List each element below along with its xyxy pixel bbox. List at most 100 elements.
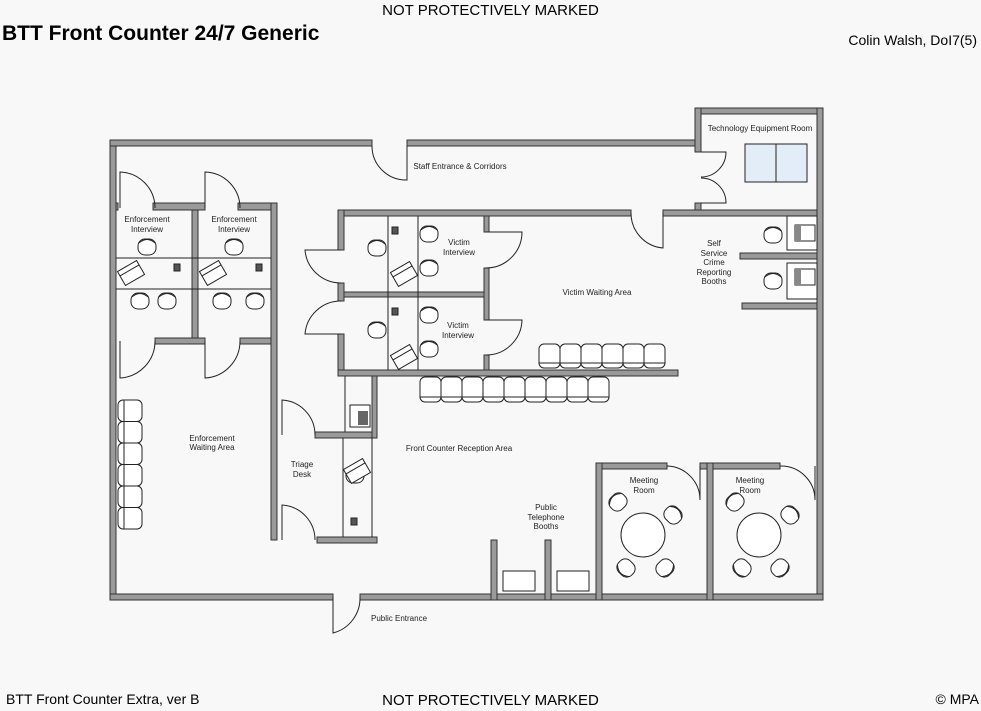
- keyboard-line: [345, 462, 366, 475]
- phone-icon: [350, 517, 358, 526]
- chair-back: [131, 293, 149, 298]
- sofa-seat: [117, 464, 143, 487]
- label-enf-interview-2b: Interview: [218, 225, 250, 234]
- sofa-seat: [419, 376, 442, 403]
- doors: [119, 145, 816, 634]
- chair: [732, 558, 752, 578]
- meeting-table: [620, 512, 666, 558]
- sofa-seat: [545, 376, 568, 403]
- chair: [419, 306, 439, 324]
- chair: [663, 505, 683, 525]
- door: [119, 171, 156, 209]
- door: [204, 340, 241, 379]
- label-triage-b: Desk: [293, 470, 312, 479]
- phone-icon: [391, 226, 399, 235]
- door: [371, 145, 408, 181]
- chair: [763, 272, 783, 290]
- chair-back: [777, 565, 789, 577]
- sofa-seat: [559, 343, 582, 369]
- keyboard-line: [392, 265, 413, 278]
- furniture: [116, 224, 816, 592]
- door: [119, 340, 156, 379]
- label-victim-interview-2b: Interview: [442, 331, 474, 340]
- chair-back: [225, 239, 243, 244]
- chair: [608, 492, 628, 512]
- chair: [770, 558, 790, 578]
- sofa-seat: [622, 343, 645, 369]
- chair-back: [420, 341, 438, 346]
- chair-back: [670, 506, 682, 518]
- chair: [245, 292, 265, 310]
- chair-back: [420, 260, 438, 265]
- door: [204, 171, 241, 209]
- label-victim-interview-1a: Victim: [448, 238, 470, 247]
- label-enf-interview-1b: Interview: [131, 225, 163, 234]
- protective-marking-top: NOT PROTECTIVELY MARKED: [382, 2, 599, 19]
- page-title: BTT Front Counter 24/7 Generic: [2, 22, 320, 45]
- copyright: © MPA: [935, 691, 979, 707]
- door: [304, 300, 342, 335]
- chair: [367, 321, 387, 339]
- chair: [725, 492, 745, 512]
- chair: [419, 340, 439, 358]
- label-phone-a: Public: [535, 503, 557, 512]
- monitor: [198, 259, 228, 287]
- sofa-seat: [117, 399, 143, 422]
- chair: [655, 558, 675, 578]
- chair-back: [420, 307, 438, 312]
- computer-workstation-icon: [198, 259, 228, 287]
- label-enf-interview-1a: Enforcement: [124, 215, 170, 224]
- label-self-service-5: Booths: [702, 277, 727, 286]
- label-self-service-4: Reporting: [697, 268, 732, 277]
- label-victim-waiting: Victim Waiting Area: [563, 288, 632, 297]
- sofa-seat: [524, 376, 547, 403]
- chair: [130, 292, 150, 310]
- chair-back: [662, 565, 674, 577]
- label-victim-interview-1b: Interview: [443, 248, 475, 257]
- sofa-seat: [503, 376, 526, 403]
- label-self-service-2: Service: [701, 249, 728, 258]
- monitor: [389, 260, 419, 288]
- label-meeting-1a: Meeting: [630, 476, 658, 485]
- walls: [109, 107, 824, 601]
- chair: [763, 226, 783, 244]
- chair-back: [368, 240, 386, 245]
- door: [779, 465, 816, 501]
- chair: [212, 292, 232, 310]
- computer-workstation-icon: [342, 457, 372, 485]
- version-label: BTT Front Counter Extra, ver B: [6, 691, 200, 707]
- label-tech-room: Technology Equipment Room: [708, 124, 813, 133]
- phone-icon: [255, 263, 263, 272]
- chair-back: [138, 239, 156, 244]
- label-self-service-3: Crime: [703, 258, 725, 267]
- author: Colin Walsh, DoI7(5): [848, 32, 977, 48]
- label-reception: Front Counter Reception Area: [406, 444, 513, 453]
- sofa-seat: [538, 343, 561, 369]
- kiosk-screen: [795, 269, 801, 285]
- chair-back: [420, 226, 438, 231]
- computer-workstation-icon: [116, 259, 146, 287]
- chair: [224, 238, 244, 256]
- sofa-seat: [117, 442, 143, 465]
- label-meeting-1b: Room: [633, 486, 655, 495]
- sofa-seat: [566, 376, 589, 403]
- chair-back: [213, 293, 231, 298]
- door: [332, 596, 361, 634]
- computer-workstation-icon: [389, 343, 419, 371]
- sofa-seat: [482, 376, 505, 403]
- sofa-seat: [117, 507, 143, 530]
- chair: [367, 239, 387, 257]
- sofa-seat: [117, 485, 143, 508]
- door: [304, 249, 342, 284]
- label-public-entrance: Public Entrance: [371, 614, 428, 623]
- chair-back: [246, 293, 264, 298]
- door: [281, 504, 316, 541]
- door: [700, 177, 727, 204]
- phone-icon: [173, 263, 181, 272]
- monitor: [389, 343, 419, 371]
- chair: [137, 238, 157, 256]
- door: [700, 151, 727, 178]
- protective-marking-bottom: NOT PROTECTIVELY MARKED: [382, 692, 599, 709]
- sofa-seat: [117, 421, 143, 444]
